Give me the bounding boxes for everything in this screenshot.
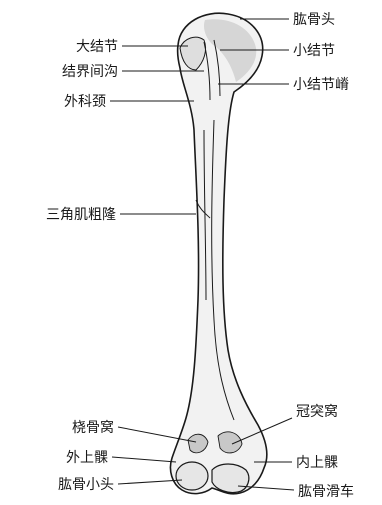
label-coronoid-fossa: 冠突窝 — [296, 403, 338, 420]
label-medial-epicondyle: 内上髁 — [296, 455, 338, 471]
label-radial-fossa: 桡骨窝 — [72, 419, 114, 436]
leader-lateral-epicondyle — [112, 457, 176, 462]
label-trochlea: 肱骨滑车 — [298, 483, 354, 500]
label-greater-tubercle: 大结节 — [76, 39, 118, 55]
label-lesser-tubercle: 小结节 — [293, 43, 335, 59]
label-humerus-head: 肱骨头 — [293, 12, 335, 28]
humerus-bone — [170, 13, 266, 494]
label-deltoid-tuberosity: 三角肌粗隆 — [46, 207, 116, 223]
label-intertubercular-groove: 结界间沟 — [62, 64, 118, 80]
label-surgical-neck: 外科颈 — [64, 94, 106, 110]
humerus-outline — [170, 13, 266, 494]
label-capitulum: 肱骨小头 — [58, 477, 114, 493]
leader-capitulum — [118, 480, 182, 484]
trochlea-shape — [212, 464, 249, 493]
label-lateral-epicondyle: 外上髁 — [66, 450, 108, 466]
label-lesser-tubercle-crest: 小结节嵴 — [293, 77, 349, 93]
capitulum-shape — [176, 462, 208, 490]
